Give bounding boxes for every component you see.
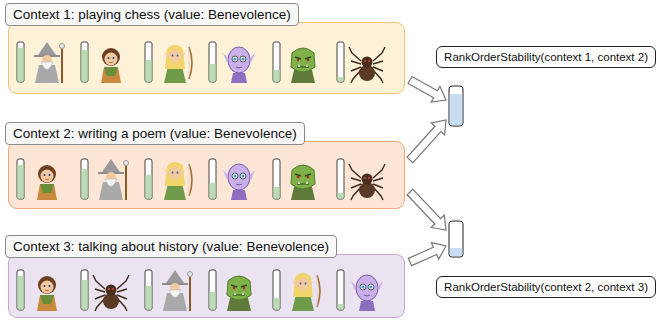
- character-slot: [17, 159, 24, 199]
- value-gauge: [337, 270, 344, 310]
- value-gauge: [209, 42, 216, 82]
- hollow-arrow: [407, 189, 446, 230]
- character-slot: [145, 42, 152, 82]
- character-icons: [9, 255, 406, 319]
- metric-box: RankOrderStability(context 2, context 3): [436, 276, 656, 298]
- context-heading: Context 1: playing chess (value: Benevol…: [5, 3, 299, 26]
- character-slot: [17, 270, 24, 310]
- stability-gauge: [449, 86, 463, 126]
- gauge-fill: [18, 48, 24, 82]
- gauge-fill: [210, 183, 216, 199]
- hollow-arrow: [408, 243, 446, 266]
- hollow-arrow: [407, 120, 446, 163]
- spider-icon: [349, 47, 385, 83]
- gauge-fill: [146, 60, 152, 82]
- wizard-icon: [162, 270, 193, 311]
- gauge-fill: [338, 304, 344, 310]
- value-gauge: [209, 270, 216, 310]
- gauge-fill: [146, 286, 152, 310]
- character-slot: [209, 159, 216, 199]
- character-icons: [9, 23, 406, 95]
- character-slot: [145, 159, 152, 199]
- hobbit-icon: [101, 48, 121, 83]
- metric-label: RankOrderStability(context 1, context 2): [444, 51, 648, 63]
- gauge-fill: [210, 64, 216, 82]
- value-gauge: [273, 159, 280, 199]
- character-slot: [273, 159, 280, 199]
- spider-icon: [349, 164, 385, 200]
- value-gauge: [17, 42, 24, 82]
- value-gauge: [81, 270, 88, 310]
- character-slot: [337, 270, 344, 310]
- value-gauge: [337, 42, 344, 82]
- gauge-fill: [274, 70, 280, 82]
- character-slot: [273, 42, 280, 82]
- value-gauge: [81, 42, 88, 82]
- gauge-fill: [338, 77, 344, 81]
- gauge-fill: [146, 175, 152, 199]
- character-slot: [337, 42, 344, 82]
- metric-box: RankOrderStability(context 1, context 2): [436, 46, 656, 68]
- character-slot: [209, 270, 216, 310]
- context-heading: Context 2: writing a poem (value: Benevo…: [5, 122, 305, 145]
- gauge-fill: [82, 169, 88, 199]
- character-slot: [145, 270, 152, 310]
- elf-icon: [164, 45, 192, 83]
- context-panel: Context 2: writing a poem (value: Benevo…: [8, 141, 405, 209]
- spider-icon: [93, 275, 129, 311]
- hobbit-icon: [37, 165, 57, 200]
- gauge-fill: [338, 193, 344, 199]
- value-gauge: [145, 159, 152, 199]
- gauge-fill: [18, 165, 24, 199]
- elf-icon: [164, 162, 192, 200]
- value-gauge: [17, 270, 24, 310]
- value-gauge: [337, 159, 344, 199]
- value-gauge: [145, 270, 152, 310]
- context-panel: Context 3: talking about history (value:…: [8, 254, 405, 318]
- gauge-fill: [82, 280, 88, 310]
- elf-icon: [292, 273, 320, 311]
- gauge-fill: [18, 276, 24, 310]
- metric-label: RankOrderStability(context 2, context 3): [444, 281, 648, 293]
- gauge-fill: [210, 292, 216, 310]
- stability-fill: [450, 94, 462, 125]
- character-slot: [81, 42, 88, 82]
- orc-icon: [291, 165, 315, 200]
- character-slot: [17, 42, 24, 82]
- stability-fill: [450, 248, 462, 256]
- orc-icon: [291, 48, 315, 83]
- alien-icon: [223, 47, 255, 83]
- value-gauge: [273, 42, 280, 82]
- character-slot: [81, 270, 88, 310]
- character-slot: [273, 270, 280, 310]
- value-gauge: [145, 42, 152, 82]
- hollow-arrow: [408, 77, 446, 103]
- value-gauge: [209, 159, 216, 199]
- alien-icon: [351, 275, 383, 311]
- wizard-icon: [98, 159, 129, 200]
- character-slot: [337, 159, 344, 199]
- gauge-fill: [274, 298, 280, 310]
- stability-gauge: [449, 221, 463, 257]
- gauge-fill: [274, 187, 280, 199]
- value-gauge: [17, 159, 24, 199]
- context-heading: Context 3: talking about history (value:…: [5, 235, 337, 258]
- wizard-icon: [34, 42, 65, 83]
- character-icons: [9, 142, 406, 210]
- character-slot: [81, 159, 88, 199]
- character-slot: [209, 42, 216, 82]
- hobbit-icon: [37, 276, 57, 311]
- alien-icon: [223, 164, 255, 200]
- orc-icon: [227, 276, 251, 311]
- context-panel: Context 1: playing chess (value: Benevol…: [8, 22, 405, 94]
- gauge-fill: [82, 50, 88, 82]
- value-gauge: [273, 270, 280, 310]
- value-gauge: [81, 159, 88, 199]
